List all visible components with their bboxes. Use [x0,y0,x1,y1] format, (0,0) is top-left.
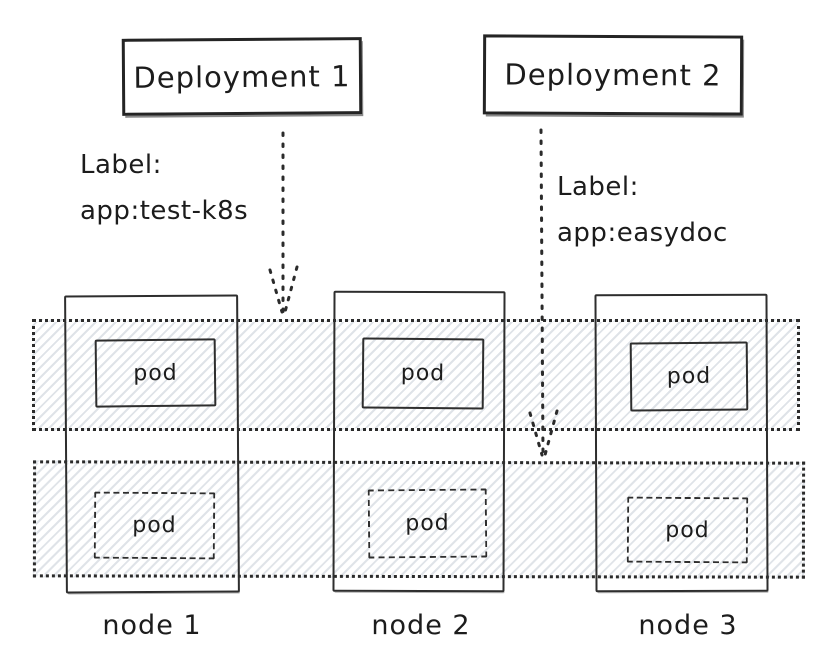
node-3-label: node 3 [638,610,738,641]
deployment-2-selector-label: Label: app:easydoc [557,164,728,256]
deployment-2-box: Deployment 2 [482,34,744,116]
deployment-2-title: Deployment 2 [504,57,722,93]
node-1-pod-top: pod [94,338,217,408]
node-2-label: node 2 [371,610,471,641]
pod-label: pod [132,512,177,539]
node-3-pod-top: pod [629,341,749,412]
label-title: Label: [557,172,639,202]
pod-label: pod [133,360,178,386]
pod-label: pod [405,510,450,537]
node-2-pod-top: pod [361,337,485,410]
node-1-label: node 1 [102,610,202,641]
label-value: app:easydoc [557,218,728,248]
node-2-pod-bottom: pod [367,488,488,559]
label-value: app:test-k8s [80,196,249,226]
pod-label: pod [666,363,712,390]
deployment-1-selector-label: Label: app:test-k8s [80,142,248,234]
node-1-pod-bottom: pod [93,491,216,560]
label-title: Label: [80,150,162,180]
deployment-1-selector-band [32,319,800,431]
node-3-pod-bottom: pod [626,496,749,564]
pod-label: pod [665,517,710,543]
deployment-1-arrow-icon [268,131,299,314]
deployment-1-box: Deployment 1 [121,37,363,116]
deployment-1-title: Deployment 1 [133,58,351,95]
pod-label: pod [400,360,446,387]
